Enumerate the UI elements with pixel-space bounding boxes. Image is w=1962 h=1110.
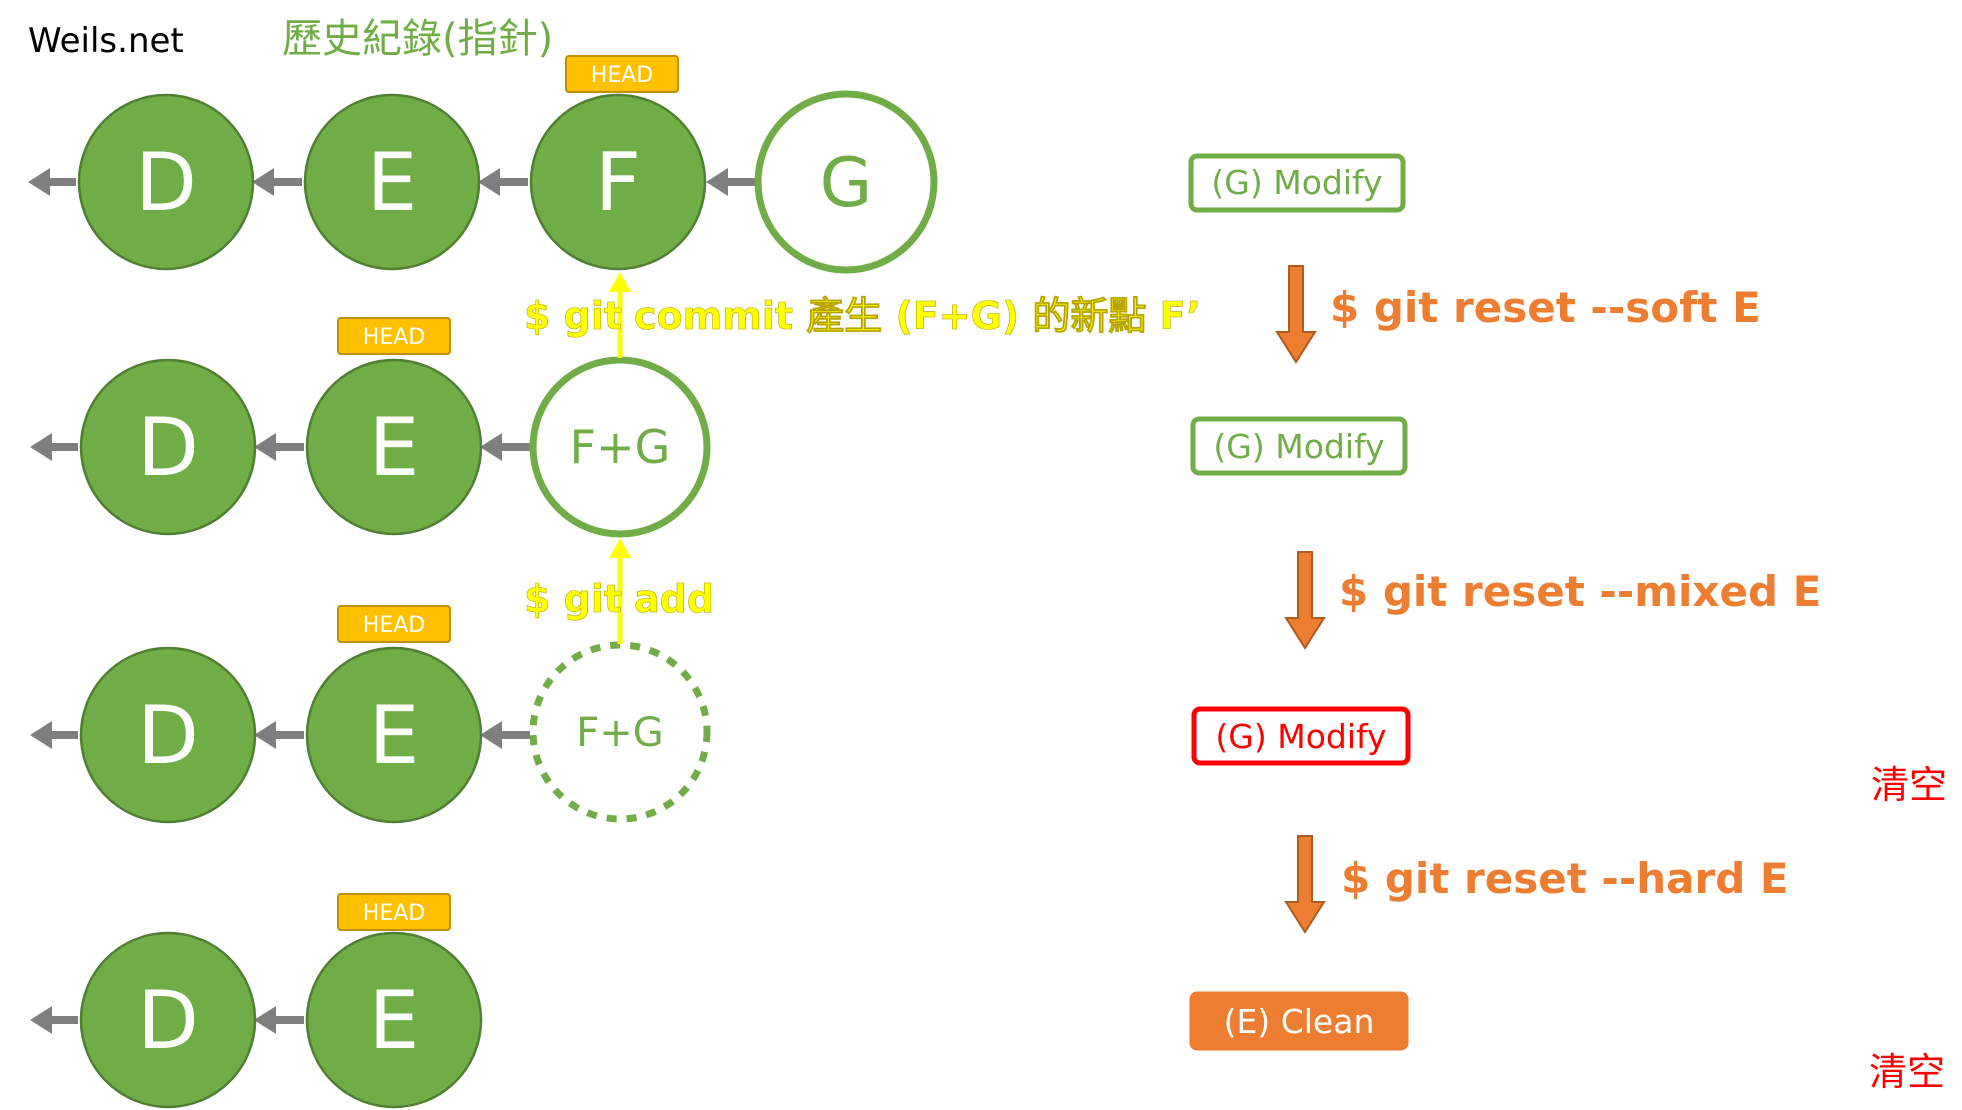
svg-text:F+G: F+G [576,710,664,756]
commit-node-e: E [305,931,483,1109]
svg-text:(G) Modify: (G) Modify [1213,427,1384,466]
git-commit-command-prefix: $ git [524,294,622,338]
state-box-2: (G) Modify [1190,416,1408,476]
git-reset-hard-command: $ git reset --hard E [1341,854,1789,903]
chain-arrowhead [478,168,500,196]
row-4: D E HEAD [30,893,483,1109]
chain-arrowhead [30,1006,52,1034]
svg-text:E: E [369,974,420,1067]
svg-text:(G) Modify: (G) Modify [1215,717,1386,756]
commit-node-e: E [305,646,483,824]
state-box-1: (G) Modify [1188,153,1406,213]
git-commit-command-text: commit 產生 (F+G) 的新點 F’ [634,294,1201,338]
chain-arrowhead [254,721,276,749]
git-add-arrowhead [609,538,631,558]
chain-arrowhead [252,168,274,196]
chain-arrowhead [28,168,50,196]
chain-arrowhead [706,168,728,196]
commit-node-f: F [529,93,707,271]
chain-arrowhead [480,433,502,461]
row-3: D E F+G HEAD [30,605,711,824]
svg-text:HEAD: HEAD [363,325,425,350]
diagram-title: 歷史紀錄(指針) [282,16,553,62]
svg-text:E: E [369,401,420,494]
git-add-command-text: add [634,577,714,621]
git-reset-soft-command: $ git reset --soft E [1330,283,1761,332]
svg-text:HEAD: HEAD [591,63,653,88]
svg-text:F+G: F+G [570,420,671,474]
git-add-arrow [609,538,631,644]
svg-text:F: F [595,136,641,229]
svg-text:E: E [369,689,420,782]
chain-arrowhead [254,433,276,461]
row-1: D E F G HEAD [28,55,938,274]
staged-node-fg: F+G [529,356,711,538]
git-reset-mixed-command: $ git reset --mixed E [1339,567,1821,616]
row-2: D E F+G HEAD [30,317,711,538]
clear-label-1: 清空 [1871,763,1947,807]
svg-text:(G) Modify: (G) Modify [1211,163,1382,202]
head-badge: HEAD [337,317,451,355]
reset-mixed-arrow [1284,551,1326,650]
state-box-3: (G) Modify [1191,706,1411,766]
svg-text:D: D [137,689,199,782]
commit-node-d: D [79,646,257,824]
svg-text:G: G [820,144,873,223]
commit-node-e: E [303,93,481,271]
chain-arrowhead [254,1006,276,1034]
clear-label-2: 清空 [1869,1050,1945,1094]
svg-text:D: D [137,974,199,1067]
chain-arrowhead [30,721,52,749]
chain-arrowhead [480,721,502,749]
commit-node-d: D [79,358,257,536]
git-add-command-prefix: $ git [524,577,622,621]
commit-node-d: D [79,931,257,1109]
svg-text:E: E [367,136,418,229]
head-badge: HEAD [565,55,679,93]
head-badge: HEAD [337,893,451,931]
unstaged-node-fg: F+G [529,641,711,823]
state-box-4: (E) Clean [1189,991,1409,1051]
working-node-g: G [754,90,938,274]
commit-node-e: E [305,358,483,536]
reset-hard-arrow [1284,835,1326,934]
svg-text:HEAD: HEAD [363,613,425,638]
svg-text:(E) Clean: (E) Clean [1224,1002,1375,1041]
commit-node-d: D [77,93,255,271]
svg-text:HEAD: HEAD [363,901,425,926]
svg-text:D: D [135,136,197,229]
git-commit-arrow [609,272,631,358]
reset-soft-arrow [1275,265,1317,364]
head-badge: HEAD [337,605,451,643]
chain-arrowhead [30,433,52,461]
svg-text:D: D [137,401,199,494]
site-label: Weils.net [28,21,184,61]
